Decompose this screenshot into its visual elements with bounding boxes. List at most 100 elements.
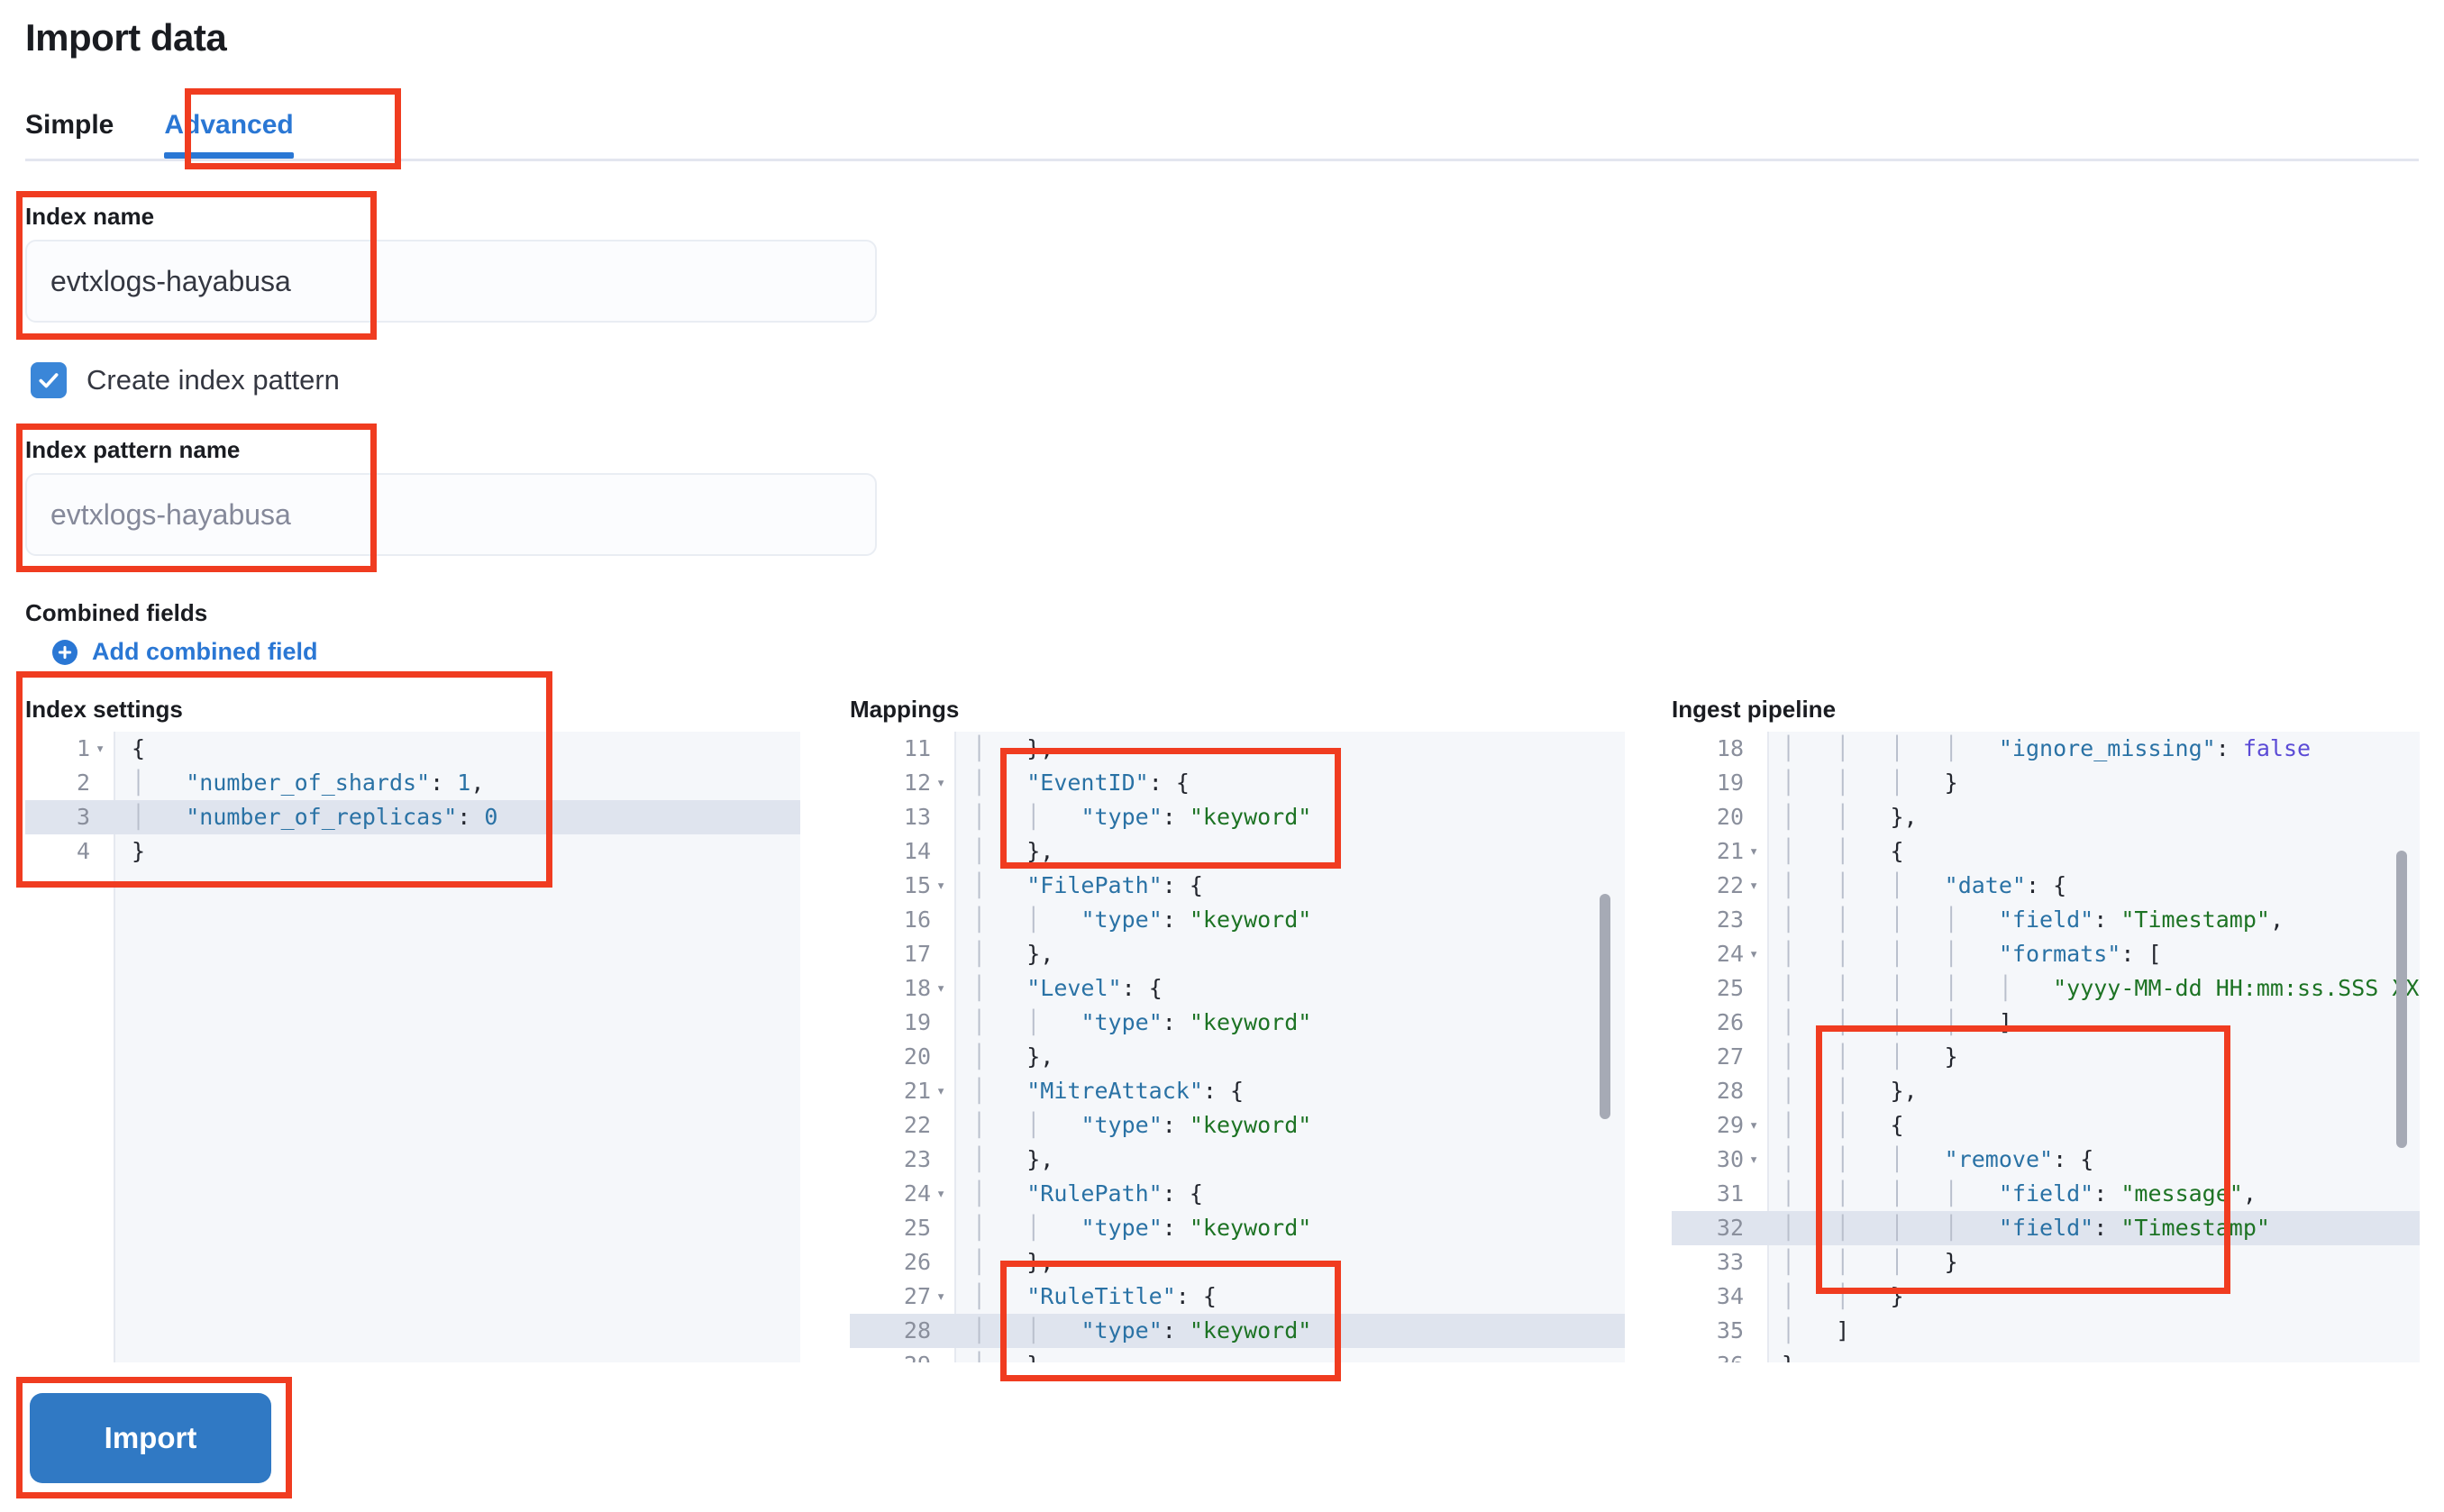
code-line[interactable]: 19│ │ │ } [1672, 766, 2420, 800]
code-text: │ "number_of_shards": 1, [132, 770, 485, 796]
code-line[interactable]: 23│ │ │ │ "field": "Timestamp", [1672, 903, 2420, 937]
code-text: │ "number_of_replicas": 0 [132, 804, 498, 830]
line-number: 19 [1716, 770, 1744, 796]
code-line[interactable]: 16│ │ "type": "keyword" [850, 903, 1625, 937]
code-text: │ "EventID": { [972, 770, 1190, 796]
line-number: 26 [903, 1249, 931, 1275]
code-line[interactable]: 25│ │ │ │ │ "yyyy-MM-dd HH:mm:ss.SSS XXX… [1672, 971, 2420, 1006]
code-line[interactable]: 1▾{ [25, 732, 800, 766]
line-number: 18 [903, 975, 931, 1001]
code-line[interactable]: 14 │ }, [850, 834, 1625, 869]
code-line[interactable]: 30 ▾ │ │ │ "remove": { [1672, 1143, 2420, 1177]
code-line[interactable]: 21▾│ "MitreAttack": { [850, 1074, 1625, 1108]
fold-arrow-icon[interactable]: ▾ [936, 1185, 946, 1203]
plus-circle-icon [52, 639, 78, 665]
code-text: } [1782, 1348, 1795, 1362]
line-number: 28 [1716, 1078, 1744, 1104]
code-line[interactable]: 28│ │ "type": "keyword" [850, 1314, 1625, 1348]
fold-arrow-icon[interactable]: ▾ [96, 740, 105, 758]
code-line[interactable]: 18│ │ │ │ "ignore_missing": false [1672, 732, 2420, 766]
code-line[interactable]: 3│ "number_of_replicas": 0 [25, 800, 800, 834]
fold-arrow-icon[interactable]: ▾ [936, 1288, 946, 1306]
tab-advanced[interactable]: Advanced [164, 110, 300, 159]
code-line[interactable]: 32│ │ │ │ "field": "Timestamp" [1672, 1211, 2420, 1245]
code-line[interactable]: 24▾│ "RulePath": { [850, 1177, 1625, 1211]
code-text: │ │ │ } [1782, 1249, 1958, 1275]
code-text: │ │ │ │ "formats": [ [1782, 941, 2162, 967]
code-line[interactable]: 4} [25, 834, 800, 869]
index-pattern-name-input[interactable]: evtxlogs-hayabusa [25, 473, 877, 556]
code-text: │ │ │ │ "field": "Timestamp" [1782, 1215, 2270, 1241]
line-number: 4 [76, 838, 90, 864]
code-line[interactable]: 29│ }, [850, 1348, 1625, 1362]
add-combined-field-button[interactable]: Add combined field [52, 638, 318, 666]
code-line[interactable]: 22▾│ │ │ "date": { [1672, 869, 2420, 903]
checkmark-icon[interactable] [31, 362, 67, 398]
line-number: 24 [903, 1180, 931, 1207]
editor-scrollbar[interactable] [1600, 894, 1610, 1119]
line-number: 20 [903, 1043, 931, 1070]
code-text: │ }, [972, 838, 1054, 864]
line-number: 1 [76, 735, 90, 761]
code-line[interactable]: 19│ │ "type": "keyword" [850, 1006, 1625, 1040]
line-number: 15 [903, 872, 931, 898]
code-line[interactable]: 35│ ] [1672, 1314, 2420, 1348]
tab-simple[interactable]: Simple [25, 110, 114, 140]
editor-gutter [1672, 732, 1769, 1362]
code-line[interactable]: 23│ }, [850, 1143, 1625, 1177]
code-text: │ │ "type": "keyword" [972, 1112, 1312, 1138]
code-line[interactable]: 21▾│ │ { [1672, 834, 2420, 869]
index-pattern-name-label: Index pattern name [25, 436, 241, 463]
code-line[interactable]: 2│ "number_of_shards": 1, [25, 766, 800, 800]
line-number: 30 [1716, 1146, 1744, 1172]
code-line[interactable]: 20│ │ }, [1672, 800, 2420, 834]
code-text: │ │ "type": "keyword" [972, 1317, 1312, 1343]
fold-arrow-icon[interactable]: ▾ [1749, 843, 1759, 861]
code-line[interactable]: 18 ▾ │ "Level": { [850, 971, 1625, 1006]
code-text: │ │ │ "date": { [1782, 872, 2067, 898]
fold-arrow-icon[interactable]: ▾ [1749, 945, 1759, 963]
code-text: │ │ │ "remove": { [1782, 1146, 2094, 1172]
code-line[interactable]: 36} [1672, 1348, 2420, 1362]
index-name-label: Index name [25, 203, 155, 230]
fold-arrow-icon[interactable]: ▾ [936, 774, 946, 792]
code-line[interactable]: 26│ }, [850, 1245, 1625, 1280]
code-line[interactable]: 26│ │ │ │ ] [1672, 1006, 2420, 1040]
code-line[interactable]: 13│ │ "type": "keyword" [850, 800, 1625, 834]
code-line[interactable]: 12▾│ "EventID": { [850, 766, 1625, 800]
line-number: 14 [903, 838, 931, 864]
code-line[interactable]: 15▾│ "FilePath": { [850, 869, 1625, 903]
import-button[interactable]: Import [30, 1393, 271, 1483]
code-line[interactable]: 31│ │ │ │ "field": "message", [1672, 1177, 2420, 1211]
index-settings-editor[interactable]: 1▾{2│ "number_of_shards": 1,3│ "number_o… [25, 732, 800, 1362]
index-name-input[interactable]: evtxlogs-hayabusa [25, 240, 877, 323]
code-text: │ │ }, [1782, 1078, 1918, 1104]
fold-arrow-icon[interactable]: ▾ [1749, 877, 1759, 895]
fold-arrow-icon[interactable]: ▾ [936, 1082, 946, 1100]
page-title: Import data [25, 16, 227, 59]
code-text: │ │ │ │ │ "yyyy-MM-dd HH:mm:ss.SSS XXX" [1782, 975, 2420, 1001]
fold-arrow-icon[interactable]: ▾ [1749, 1151, 1759, 1169]
fold-arrow-icon[interactable]: ▾ [1749, 1116, 1759, 1134]
code-line[interactable]: 20│ }, [850, 1040, 1625, 1074]
code-text: │ }, [972, 941, 1054, 967]
create-index-pattern-row[interactable]: Create index pattern [31, 362, 340, 398]
code-line[interactable]: 27│ │ │ } [1672, 1040, 2420, 1074]
mappings-editor[interactable]: 11│ },12▾│ "EventID": {13│ │ "type": "ke… [850, 732, 1625, 1362]
code-line[interactable]: 27▾│ "RuleTitle": { [850, 1280, 1625, 1314]
code-line[interactable]: 29▾│ │ { [1672, 1108, 2420, 1143]
fold-arrow-icon[interactable]: ▾ [936, 877, 946, 895]
code-line[interactable]: 25│ │ "type": "keyword" [850, 1211, 1625, 1245]
code-line[interactable]: 28 │ │ }, [1672, 1074, 2420, 1108]
code-line[interactable]: 22│ │ "type": "keyword" [850, 1108, 1625, 1143]
fold-arrow-icon[interactable]: ▾ [936, 979, 946, 997]
code-line[interactable]: 11│ }, [850, 732, 1625, 766]
code-line[interactable]: 34│ │ } [1672, 1280, 2420, 1314]
code-line[interactable]: 17│ }, [850, 937, 1625, 971]
code-text: │ "Level": { [972, 975, 1163, 1001]
code-line[interactable]: 33│ │ │ } [1672, 1245, 2420, 1280]
code-text: │ │ "type": "keyword" [972, 1215, 1312, 1241]
editor-scrollbar[interactable] [2396, 851, 2407, 1148]
code-line[interactable]: 24▾│ │ │ │ "formats": [ [1672, 937, 2420, 971]
